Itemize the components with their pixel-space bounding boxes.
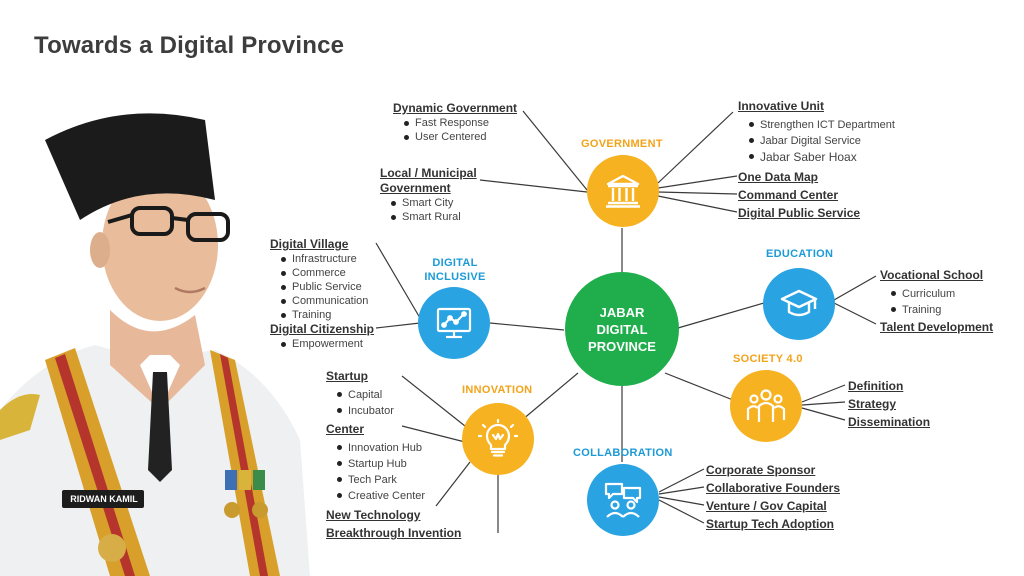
innovation-node[interactable] (462, 403, 534, 475)
list-item: Smart City (388, 196, 477, 210)
strategy-link[interactable]: Strategy (848, 397, 897, 411)
list-item: Communication (278, 294, 374, 308)
society-links-group: Definition Strategy Dissemination (848, 377, 930, 431)
government-links-group: One Data Map Command Center Digital Publ… (738, 168, 860, 222)
portrait-illustration (0, 113, 310, 576)
government-node[interactable] (587, 155, 659, 227)
list-item: Public Service (278, 280, 374, 294)
government-building-icon (606, 174, 640, 208)
chat-people-icon (604, 482, 642, 518)
digital-inclusive-label-line2: INCLUSIVE (424, 271, 486, 283)
people-group-icon (746, 389, 786, 422)
digital-inclusive-label-line1: DIGITAL (432, 257, 478, 269)
dynamic-government-link[interactable]: Dynamic Government (393, 101, 518, 115)
digital-village-link[interactable]: Digital Village (270, 237, 349, 251)
page-title: Towards a Digital Province (34, 32, 345, 59)
list-item: Incubator (334, 403, 461, 419)
innovation-group: Startup Capital Incubator Center Innovat… (326, 369, 461, 542)
innovative-unit-group: Innovative Unit Strengthen ICT Departmen… (738, 99, 895, 166)
command-center-link[interactable]: Command Center (738, 188, 839, 202)
dynamic-government-group: Dynamic Government Fast Response User Ce… (393, 101, 517, 144)
innovative-unit-link[interactable]: Innovative Unit (738, 99, 825, 113)
lightbulb-icon (478, 419, 518, 457)
dissemination-link[interactable]: Dissemination (848, 415, 931, 429)
venture-gov-capital-link[interactable]: Venture / Gov Capital (706, 499, 827, 513)
list-item: Jabar Digital Service (746, 133, 895, 149)
definition-link[interactable]: Definition (848, 379, 904, 393)
list-item: Innovation Hub (334, 440, 461, 456)
collaboration-label: COLLABORATION (573, 447, 673, 459)
monitor-chart-icon (436, 307, 472, 339)
society-label: SOCIETY 4.0 (733, 353, 803, 365)
list-item: Infrastructure (278, 252, 374, 266)
list-item: Creative Center (334, 488, 461, 504)
center-link[interactable]: Center (326, 422, 365, 436)
corporate-sponsor-link[interactable]: Corporate Sponsor (706, 463, 816, 477)
list-item: Capital (334, 387, 461, 403)
education-node[interactable] (763, 268, 835, 340)
collaboration-links-group: Corporate Sponsor Collaborative Founders… (706, 461, 840, 533)
digital-citizenship-link[interactable]: Digital Citizenship (270, 322, 375, 336)
local-government-group: Local / Municipal Government Smart City … (380, 166, 477, 224)
society-node[interactable] (730, 370, 802, 442)
list-item: User Centered (401, 130, 517, 144)
graduation-cap-icon (780, 289, 818, 317)
new-technology-link[interactable]: New Technology (326, 508, 421, 522)
hub-label-line2: DIGITAL (596, 322, 648, 337)
list-item: Commerce (278, 266, 374, 280)
startup-tech-adoption-link[interactable]: Startup Tech Adoption (706, 517, 834, 531)
hub-label-line1: JABAR (599, 305, 645, 320)
hub-label-line3: PROVINCE (588, 339, 656, 354)
digital-inclusive-node[interactable] (418, 287, 490, 359)
one-data-map-link[interactable]: One Data Map (738, 170, 819, 184)
digital-inclusive-group: Digital Village Infrastructure Commerce … (270, 237, 374, 351)
list-item: Tech Park (334, 472, 461, 488)
collaboration-node[interactable] (587, 464, 659, 536)
digital-inclusive-label: DIGITAL INCLUSIVE (424, 256, 486, 284)
education-label: EDUCATION (766, 248, 834, 260)
digital-public-service-link[interactable]: Digital Public Service (738, 206, 861, 220)
breakthrough-invention-link[interactable]: Breakthrough Invention (326, 526, 462, 540)
list-item: Fast Response (401, 116, 517, 130)
hub-label: JABAR DIGITAL PROVINCE (567, 304, 677, 355)
local-government-link-line2: Government (380, 181, 451, 195)
list-item: Empowerment (278, 337, 374, 351)
local-government-link[interactable]: Local / Municipal Government (380, 166, 477, 196)
government-label: GOVERNMENT (581, 138, 663, 150)
list-item: Training (278, 308, 374, 322)
local-government-link-line1: Local / Municipal (380, 166, 477, 180)
hub-circle (565, 272, 679, 386)
list-item: Jabar Saber Hoax (746, 149, 895, 166)
collaborative-founders-link[interactable]: Collaborative Founders (706, 481, 841, 495)
list-item: Strengthen ICT Department (746, 117, 895, 133)
vocational-school-link[interactable]: Vocational School (880, 268, 984, 282)
innovation-label: INNOVATION (462, 384, 533, 396)
name-badge: RIDWAN KAMIL (70, 494, 138, 504)
talent-development-link[interactable]: Talent Development (880, 320, 994, 334)
startup-link[interactable]: Startup (326, 369, 368, 383)
vocational-school-group: Vocational School Curriculum Training Ta… (880, 268, 993, 335)
list-item: Training (888, 302, 993, 318)
list-item: Curriculum (888, 286, 993, 302)
list-item: Smart Rural (388, 210, 477, 224)
list-item: Startup Hub (334, 456, 461, 472)
